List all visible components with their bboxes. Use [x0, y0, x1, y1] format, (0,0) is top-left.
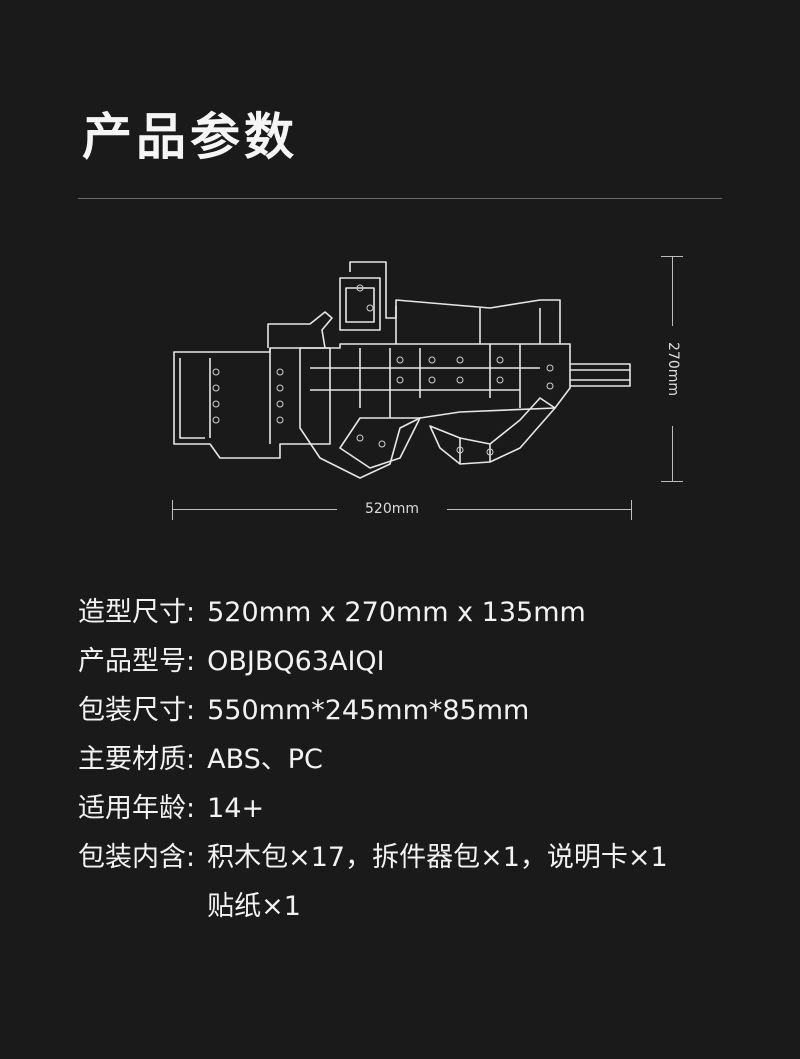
spec-row-model-size: 造型尺寸: 520mm x 270mm x 135mm: [78, 588, 758, 637]
blaster-line-drawing: [173, 261, 631, 479]
spec-value: 积木包×17，拆件器包×1，说明卡×1 贴纸×1: [207, 842, 668, 922]
spec-key: 包装尺寸: [78, 695, 186, 726]
spec-value: OBJBQ63AIQI: [207, 646, 385, 677]
spec-row-product-model: 产品型号: OBJBQ63AIQI: [78, 637, 758, 686]
spec-row-contents: 包装内含: 积木包×17，拆件器包×1，说明卡×1 贴纸×1: [78, 833, 758, 931]
width-dimension-left-cap: [172, 500, 173, 520]
spec-value: 520mm x 270mm x 135mm: [207, 597, 586, 628]
width-dimension: 520mm: [172, 498, 632, 522]
spec-value: 550mm*245mm*85mm: [207, 695, 530, 726]
spec-row-package-size: 包装尺寸: 550mm*245mm*85mm: [78, 686, 758, 735]
spec-row-material: 主要材质: ABS、PC: [78, 735, 758, 784]
spec-list: 造型尺寸: 520mm x 270mm x 135mm 产品型号: OBJBQ6…: [78, 588, 758, 931]
width-dimension-line-left: [172, 509, 337, 510]
spec-value: 14+: [207, 793, 265, 824]
width-dimension-right-cap: [631, 500, 632, 520]
spec-row-age: 适用年龄: 14+: [78, 784, 758, 833]
spec-key: 适用年龄: [78, 793, 186, 824]
spec-key: 包装内含: [78, 842, 186, 873]
spec-key: 造型尺寸: [78, 597, 186, 628]
width-dimension-line-right: [447, 509, 632, 510]
height-dimension: 270mm: [658, 256, 688, 482]
spec-key: 主要材质: [78, 744, 186, 775]
height-dimension-line-bottom: [672, 426, 673, 482]
page-title: 产品参数: [82, 108, 298, 166]
height-dimension-bottom-cap: [661, 481, 683, 482]
spec-value: ABS、PC: [207, 744, 323, 775]
title-divider: [78, 198, 722, 199]
spec-key: 产品型号: [78, 646, 186, 677]
width-dimension-label: 520mm: [365, 501, 419, 517]
height-dimension-line-top: [672, 256, 673, 326]
height-dimension-label: 270mm: [665, 342, 681, 396]
